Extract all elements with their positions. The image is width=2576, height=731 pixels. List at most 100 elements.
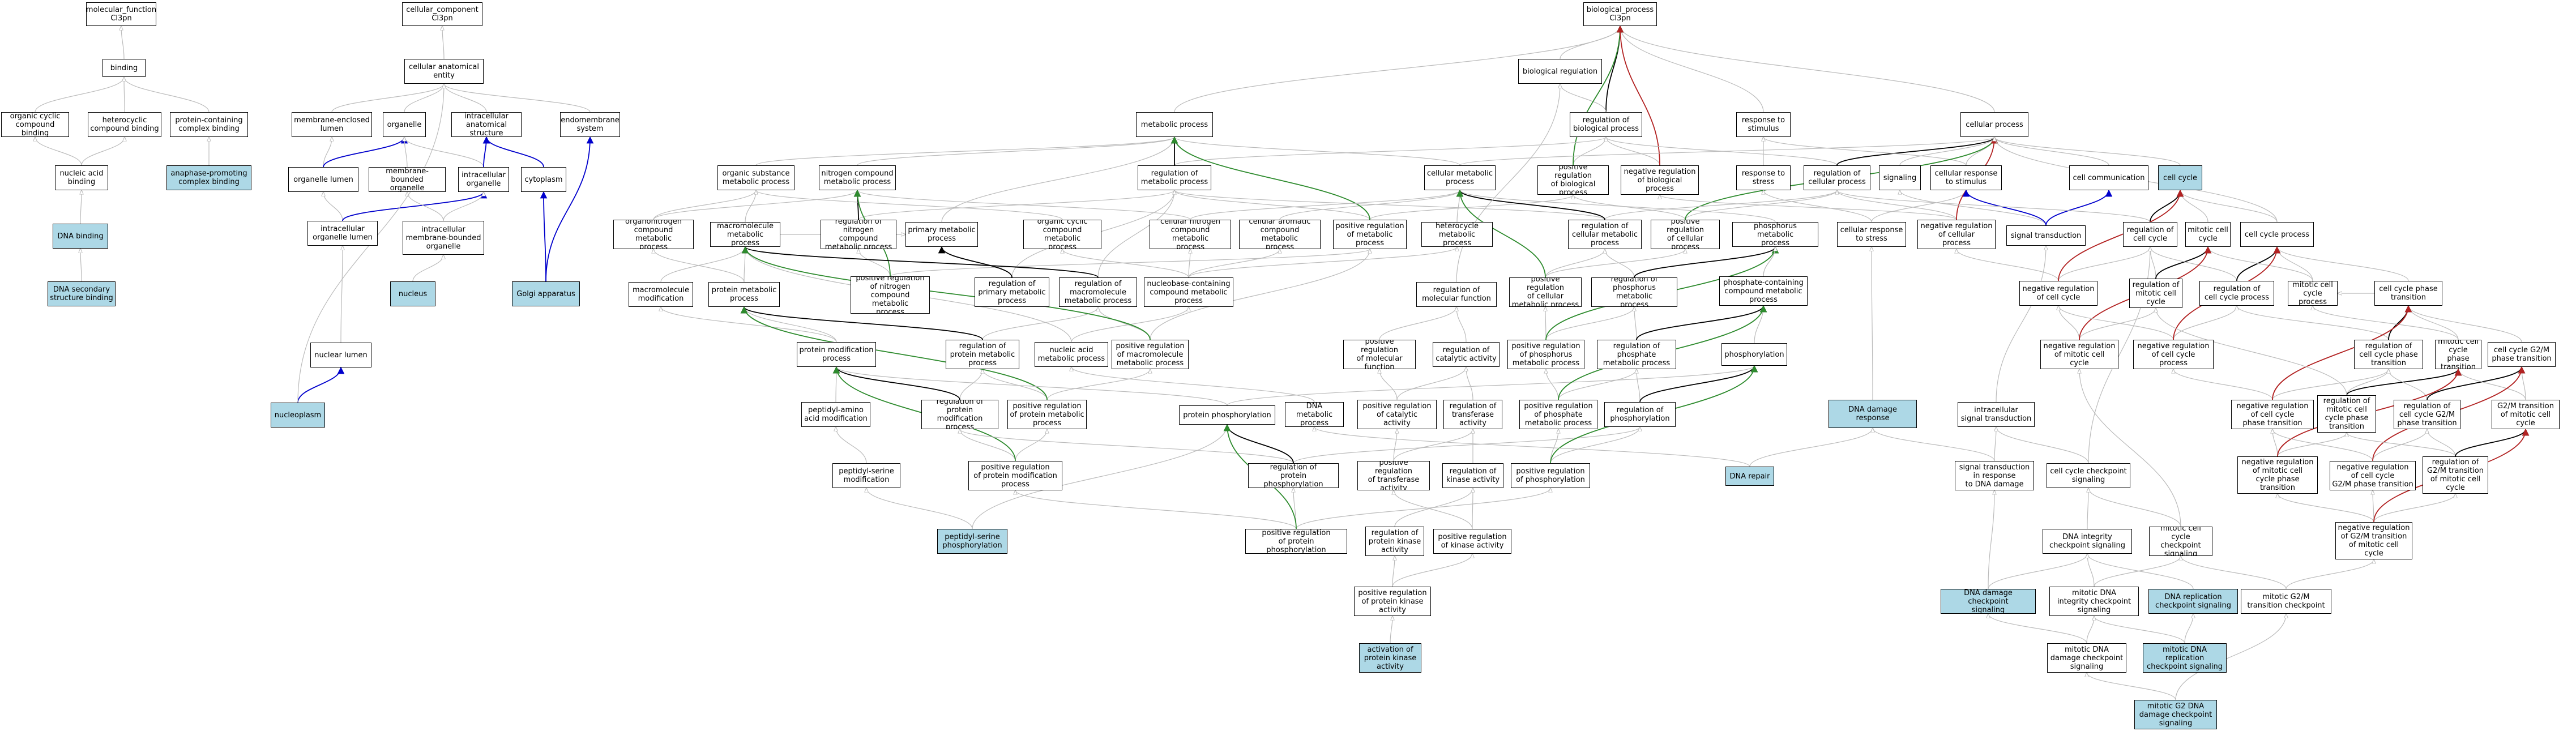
go-term-node[interactable]: cell communication xyxy=(2069,165,2148,190)
go-term-node[interactable]: DNA binding xyxy=(53,224,108,249)
go-term-node[interactable]: cell cycle process xyxy=(2240,222,2314,247)
go-term-node[interactable]: cytoplasm xyxy=(521,167,566,192)
go-term-node[interactable]: organelle lumen xyxy=(288,167,358,192)
go-term-node[interactable]: nucleoplasm xyxy=(271,403,325,428)
go-term-node[interactable]: Golgi apparatus xyxy=(512,281,580,306)
go-term-node[interactable]: binding xyxy=(102,59,146,77)
go-term-node[interactable]: protein phosphorylation xyxy=(1179,405,1275,425)
go-term-node[interactable]: phosphorylation xyxy=(1721,343,1787,366)
go-term-node[interactable]: nucleus xyxy=(390,281,435,306)
go-term-node[interactable]: organelle xyxy=(383,112,426,137)
go-term-node[interactable]: cell cycle xyxy=(2158,165,2202,190)
go-term-node[interactable]: signaling xyxy=(1879,165,1921,190)
go-term-node[interactable]: cellular process xyxy=(1960,112,2028,137)
go-term-node[interactable]: DNA repair xyxy=(1725,467,1774,486)
go-term-node[interactable]: nuclear lumen xyxy=(310,343,371,367)
